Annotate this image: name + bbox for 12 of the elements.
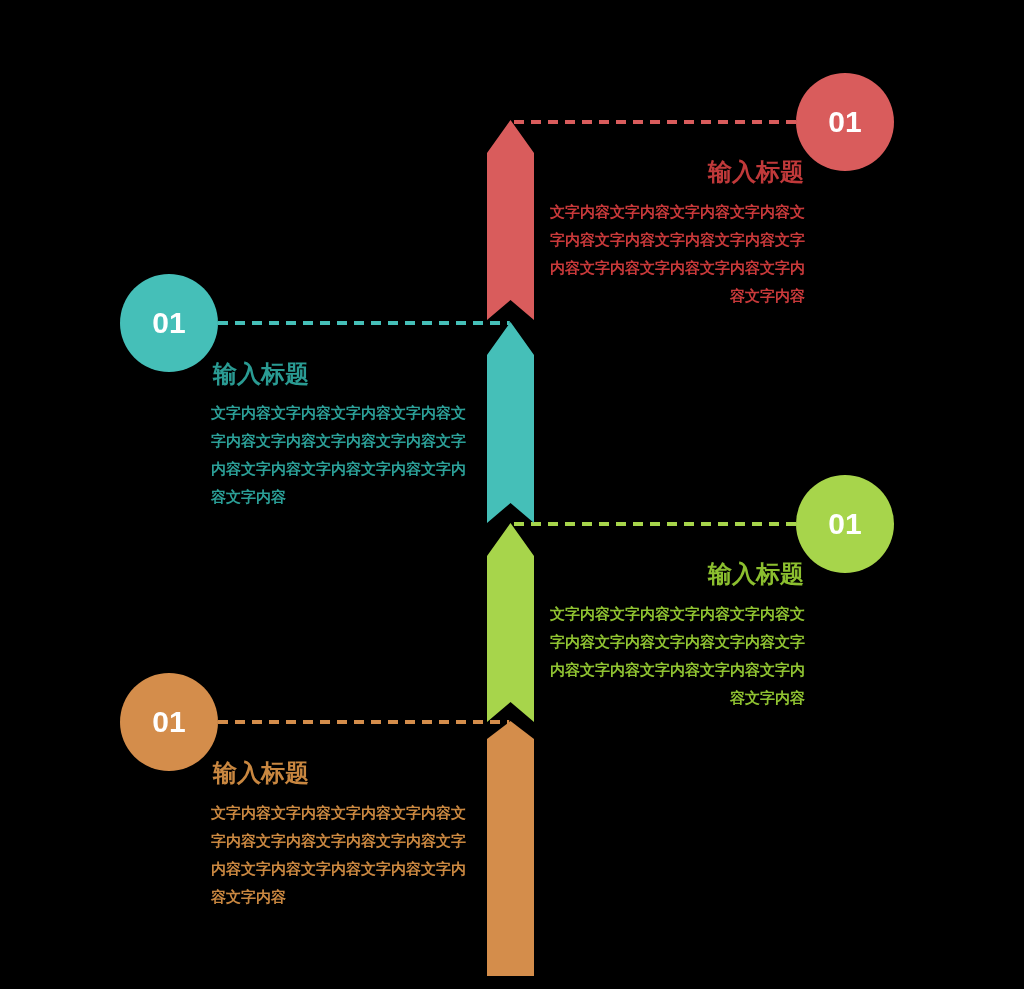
step-description: 文字内容文字内容文字内容文字内容文字内容文字内容文字内容文字内容文字内容文字内容文字内容文字内容文字内容文字内容 — [549, 202, 805, 307]
dashed-connector — [218, 321, 510, 325]
ribbon-segment — [487, 721, 534, 976]
step-description: 文字内容文字内容文字内容文字内容文字内容文字内容文字内容文字内容文字内容文字内容文字内容文字内容文字内容文字内容 — [549, 604, 805, 709]
dashed-connector — [218, 720, 510, 724]
ribbon-segment — [487, 120, 534, 320]
dashed-connector — [511, 120, 796, 124]
step-description: 文字内容文字内容文字内容文字内容文字内容文字内容文字内容文字内容文字内容文字内容文字内容文字内容文字内容文字内容 — [211, 803, 467, 908]
step-description: 文字内容文字内容文字内容文字内容文字内容文字内容文字内容文字内容文字内容文字内容文字内容文字内容文字内容文字内容 — [211, 403, 467, 508]
dashed-connector — [511, 522, 796, 526]
ribbon-segment — [487, 322, 534, 523]
ribbon-segment — [487, 523, 534, 722]
